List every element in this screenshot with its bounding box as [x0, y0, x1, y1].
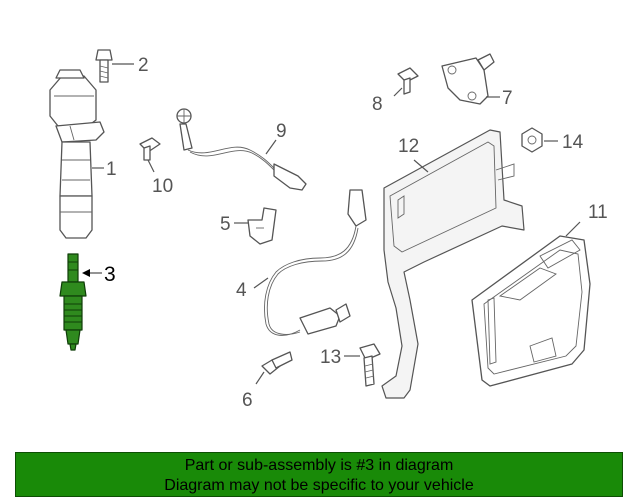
knock-sensor-part-9[interactable] — [176, 108, 307, 191]
callout-13: 13 — [320, 347, 341, 368]
callout-7: 7 — [502, 88, 513, 109]
callout-6: 6 — [242, 390, 253, 411]
cam-sensor-part-7[interactable] — [441, 53, 495, 105]
banner-line-2: Diagram may not be specific to your vehi… — [164, 477, 474, 494]
callout-9: 9 — [276, 121, 287, 142]
callout-11: 11 — [588, 202, 608, 223]
leader-8 — [393, 87, 403, 97]
ecu-bracket-part-12[interactable] — [381, 129, 525, 399]
bolt-part-2[interactable] — [95, 49, 113, 83]
callout-2: 2 — [138, 55, 149, 76]
ecu-part-11[interactable] — [471, 235, 591, 387]
spark-plug-part-3[interactable] — [59, 253, 87, 351]
callout-10: 10 — [152, 176, 173, 197]
leader-12 — [413, 159, 429, 173]
leader-6 — [255, 371, 265, 385]
callout-3: 3 — [104, 263, 116, 286]
info-banner: Part or sub-assembly is #3 in diagram Di… — [15, 452, 623, 497]
callout-12: 12 — [398, 136, 419, 157]
callout-8: 8 — [372, 94, 383, 115]
bracket-part-5[interactable] — [247, 207, 277, 245]
callout-4: 4 — [236, 280, 247, 301]
leader-11 — [565, 221, 581, 237]
bolt-part-10[interactable] — [139, 137, 161, 161]
callout-5: 5 — [220, 214, 231, 235]
leader-10 — [147, 159, 155, 173]
arrow-icon — [82, 269, 90, 277]
callout-14: 14 — [562, 132, 584, 153]
bolt-part-13[interactable] — [359, 343, 381, 387]
ignition-coil-part-1[interactable] — [49, 69, 105, 239]
banner-line-1: Part or sub-assembly is #3 in diagram — [184, 457, 454, 474]
bolt-part-8[interactable] — [397, 67, 419, 95]
leader-9 — [265, 139, 277, 155]
sensor-part-4[interactable] — [264, 189, 367, 336]
leader-4 — [253, 277, 269, 289]
bolt-part-6[interactable] — [261, 351, 293, 375]
callout-1: 1 — [106, 159, 117, 180]
nut-part-14[interactable] — [521, 127, 543, 153]
